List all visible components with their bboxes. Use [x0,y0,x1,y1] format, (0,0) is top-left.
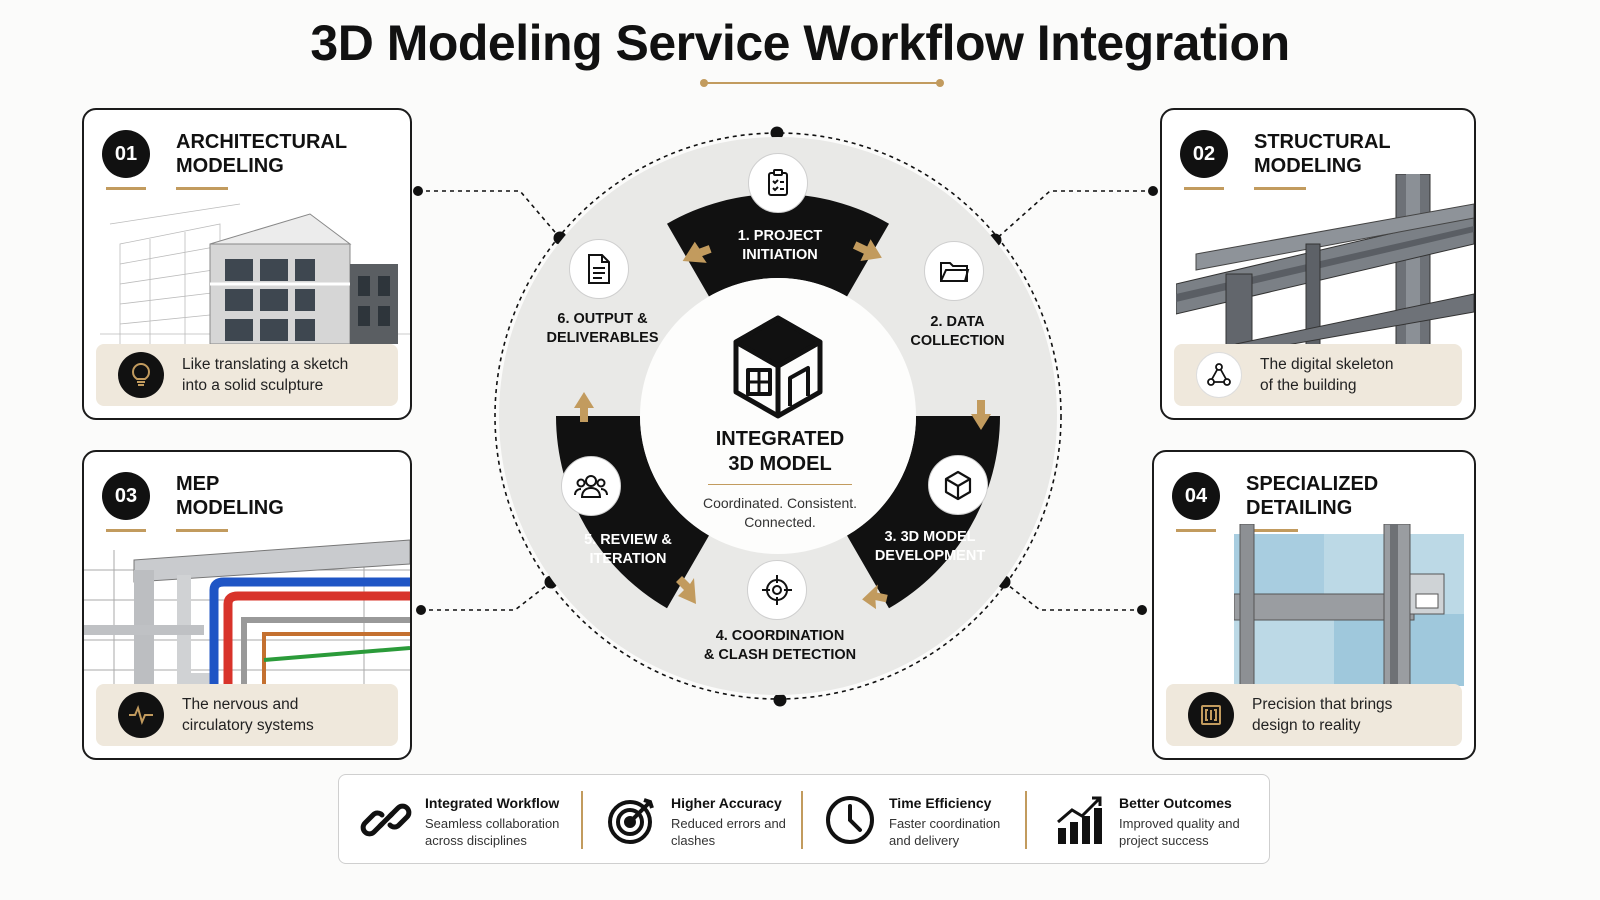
stage-4-label: 4. COORDINATION & CLASH DETECTION [703,628,857,663]
center-subtitle: Coordinated. Consistent. Connected. [702,495,858,530]
card-mep-modeling[interactable]: 03 MEP MODELING The nervous and circulat… [82,450,412,760]
connector-lines [418,190,1153,611]
card-caption: Like translating a sketch into a solid s… [96,344,398,406]
bullseye-icon [605,793,659,847]
card-number: 01 [102,130,150,178]
caption-text: Precision that brings design to reality [1252,696,1393,734]
number-underline [106,187,146,190]
stage-1-label: 1. PROJECT INITIATION [737,228,823,263]
center-rule [708,484,852,485]
curtain-wall-illustration [1234,524,1464,686]
benefit-better-outcomes: Better Outcomes Improved quality and pro… [1053,775,1263,865]
benefit-title: Time Efficiency [889,795,992,811]
benefit-time-efficiency: Time Efficiency Faster coordination and … [823,775,1023,865]
document-icon[interactable] [569,239,629,299]
link-icon [359,793,413,847]
stage-3-label: 3. 3D MODEL DEVELOPMENT [874,529,986,564]
benefit-text: Faster coordination and delivery [889,816,1001,848]
clock-icon [823,793,877,847]
card-structural-modeling[interactable]: 02 STRUCTURAL MODELING The digital skele… [1160,108,1476,420]
stage-1-segment[interactable] [667,193,889,297]
benefits-bar: Integrated Workflow Seamless collaborati… [338,774,1270,864]
outer-dashed-ring [494,132,1062,700]
benefit-text: Improved quality and project success [1119,816,1240,848]
title-underline [700,79,944,87]
card-number: 04 [1172,472,1220,520]
title-underline [1246,529,1298,532]
stage-6-label: 6. OUTPUT & DELIVERABLES [546,311,659,346]
card-number: 03 [102,472,150,520]
stage-5-label: 5. REVIEW & ITERATION [584,532,672,567]
benefit-higher-accuracy: Higher Accuracy Reduced errors and clash… [605,775,815,865]
benefit-integrated-workflow: Integrated Workflow Seamless collaborati… [359,775,579,865]
benefit-title: Integrated Workflow [425,795,560,811]
card-title: MEP MODELING [176,473,284,519]
card-architectural-modeling[interactable]: 01 ARCHITECTURAL MODELING Like translati… [82,108,412,420]
benefit-divider [1025,791,1027,849]
benefit-title: Better Outcomes [1119,795,1232,811]
card-caption: The digital skeleton of the building [1174,344,1462,406]
number-underline [106,529,146,532]
clipboard-icon[interactable] [748,153,808,213]
lightbulb-icon [118,352,164,398]
card-number: 02 [1180,130,1228,178]
pipe-system-illustration [84,539,410,690]
benefit-text: Reduced errors and clashes [671,816,786,848]
benefit-divider [801,791,803,849]
cube-icon[interactable] [928,455,988,515]
page-title: 3D Modeling Service Workflow Integration [310,15,1290,71]
caption-text: Like translating a sketch into a solid s… [182,356,349,394]
card-title: ARCHITECTURAL MODELING [176,131,348,177]
title-underline [176,529,228,532]
caption-text: The digital skeleton of the building [1260,356,1394,394]
building-sketch-illustration [100,203,410,345]
card-title: STRUCTURAL MODELING [1254,131,1391,177]
building-cube-icon [733,315,823,419]
number-underline [1184,187,1224,190]
frame-icon [1188,692,1234,738]
flow-arrows [574,239,991,610]
center-title: INTEGRATED 3D MODEL [715,428,845,475]
card-caption: Precision that brings design to reality [1166,684,1462,746]
growth-chart-icon [1053,793,1107,847]
users-icon[interactable] [561,456,621,516]
stage-2-label: 2. DATA COLLECTION [910,314,1005,349]
number-underline [1176,529,1216,532]
folder-icon[interactable] [924,241,984,301]
nodes-icon [1196,352,1242,398]
steel-frame-illustration [1176,174,1474,354]
benefit-title: Higher Accuracy [671,795,782,811]
pulse-icon [118,692,164,738]
benefit-divider [581,791,583,849]
benefit-text: Seamless collaboration across discipline… [425,816,560,848]
target-icon[interactable] [747,560,807,620]
card-specialized-detailing[interactable]: 04 SPECIALIZED DETAILING Precision that … [1152,450,1476,760]
card-caption: The nervous and circulatory systems [96,684,398,746]
caption-text: The nervous and circulatory systems [182,696,314,734]
title-underline [1254,187,1306,190]
title-underline [176,187,228,190]
card-title: SPECIALIZED DETAILING [1246,473,1379,519]
